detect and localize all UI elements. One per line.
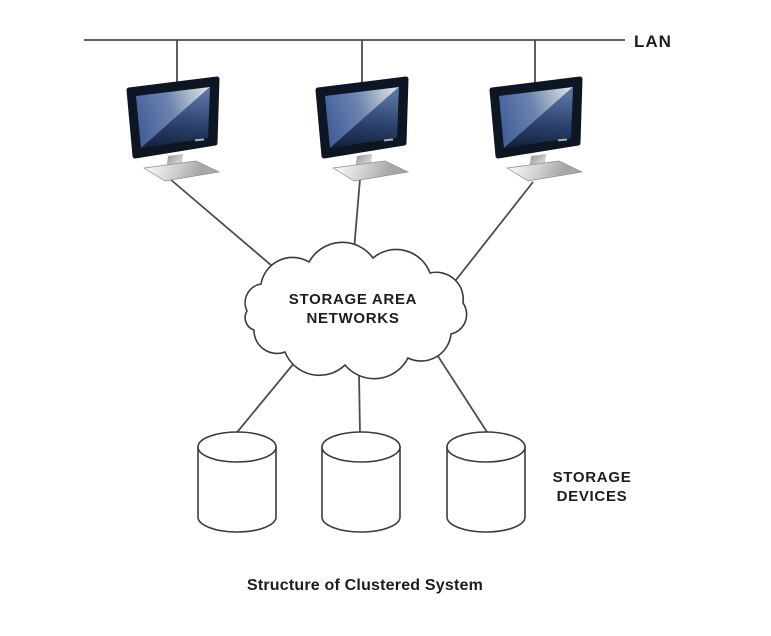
database-cylinder-icon <box>321 431 401 533</box>
san-storage-link-3 <box>433 349 488 433</box>
computer-san-link-3 <box>451 181 534 286</box>
san-cloud-label: STORAGE AREA NETWORKS <box>253 290 453 328</box>
san-cloud-label-line2: NETWORKS <box>306 310 400 327</box>
storage-devices-label-line2: DEVICES <box>556 488 628 505</box>
desktop-monitor-icon <box>492 79 582 181</box>
database-cylinder-icon <box>446 431 526 533</box>
storage-devices-label-line1: STORAGE <box>552 469 632 486</box>
database-cylinder-icon <box>197 431 277 533</box>
san-storage-link-2 <box>358 372 361 435</box>
lan-label: LAN <box>634 32 672 51</box>
storage-devices-label: STORAGE DEVICES <box>530 468 654 506</box>
desktop-monitor-icon <box>129 79 219 181</box>
desktop-monitor-icon <box>318 79 408 181</box>
cloud-icon <box>244 241 468 380</box>
san-storage-link-1 <box>233 350 305 437</box>
diagram-caption: Structure of Clustered System <box>246 577 484 594</box>
san-cloud-label-line1: STORAGE AREA <box>288 291 418 308</box>
